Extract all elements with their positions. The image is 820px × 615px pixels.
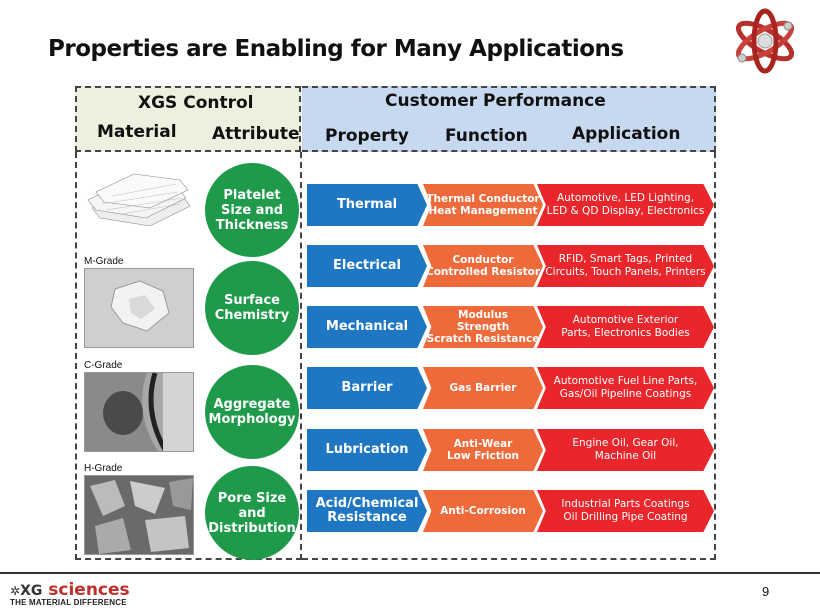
graphene-platelets-icon [87,173,191,227]
application-column-label: Application [572,124,681,144]
property-column-label: Property [325,126,409,146]
application-arrow: Automotive Fuel Line Parts, Gas/Oil Pipe… [537,367,714,409]
attribute-circle-platelet: Platelet Size and Thickness [205,163,299,257]
application-arrow: Industrial Parts Coatings Oil Drilling P… [537,490,714,532]
page-number: 9 [762,584,770,599]
grade-label: H-Grade [84,463,123,474]
application-arrow: Automotive Exterior Parts, Electronics B… [537,306,714,348]
xg-sciences-logo: ✲XG sciences THE MATERIAL DIFFERENCE [10,580,130,607]
attribute-circle-aggregate: Aggregate Morphology [205,365,299,459]
atom-logo-icon [735,8,795,74]
property-arrow: Thermal [307,184,427,226]
brand-prefix: XG [20,583,43,599]
application-arrow: Automotive, LED Lighting, LED & QD Displ… [537,184,714,226]
attribute-circle-surface: Surface Chemistry [205,261,299,355]
footer-divider [0,572,820,574]
material-attribute-panel [75,152,302,560]
function-arrow: Thermal Conductor Heat Management [423,184,543,226]
brand-wordmark: ✲XG sciences [10,580,130,600]
customer-performance-header [302,86,716,152]
atom-small-icon: ✲ [10,584,21,598]
m-grade-micrograph [84,268,194,348]
property-arrow: Acid/Chemical Resistance [307,490,427,532]
property-arrow: Mechanical [307,306,427,348]
function-arrow: Conductor Controlled Resistor [423,245,543,287]
function-arrow: Anti-Corrosion [423,490,543,532]
property-arrow: Barrier [307,367,427,409]
attribute-column-label: Attribute [212,124,300,144]
xgs-control-header [75,86,301,152]
function-arrow: Modulus Strength Scratch Resistance [423,306,543,348]
c-grade-micrograph [84,372,194,452]
property-arrow: Lubrication [307,429,427,471]
performance-panel [302,152,716,560]
application-arrow: RFID, Smart Tags, Printed Circuits, Touc… [537,245,714,287]
slide-title: Properties are Enabling for Many Applica… [48,36,624,62]
application-arrow: Engine Oil, Gear Oil, Machine Oil [537,429,714,471]
function-arrow: Gas Barrier [423,367,543,409]
property-arrow: Electrical [307,245,427,287]
brand-name: sciences [48,580,130,600]
attribute-circle-pore: Pore Size and Distribution [205,466,299,560]
xgs-control-label: XGS Control [138,93,254,113]
h-grade-micrograph [84,475,194,555]
brand-tagline: THE MATERIAL DIFFERENCE [10,598,127,607]
material-column-label: Material [97,122,177,142]
grade-label: C-Grade [84,360,123,371]
customer-performance-label: Customer Performance [385,91,606,111]
function-arrow: Anti-Wear Low Friction [423,429,543,471]
function-column-label: Function [445,126,528,146]
grade-label: M-Grade [84,256,124,267]
